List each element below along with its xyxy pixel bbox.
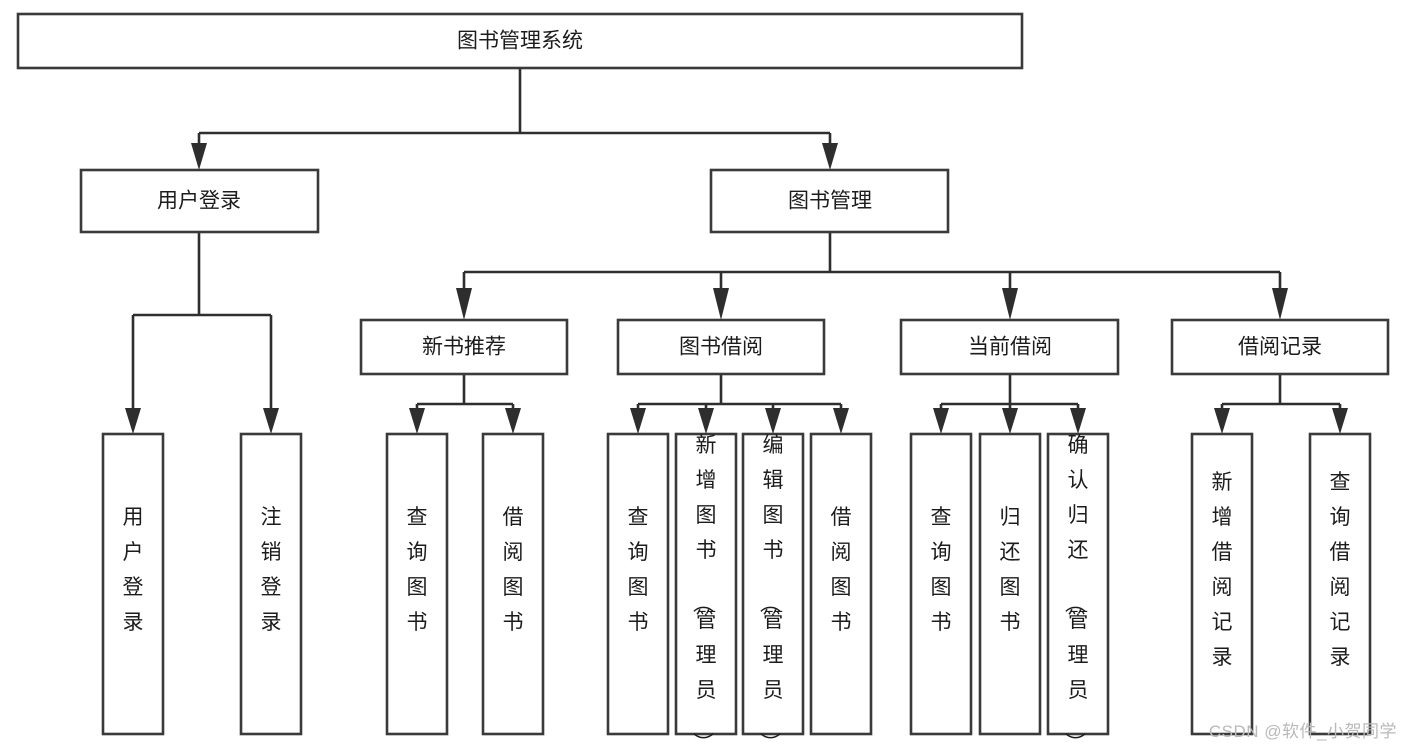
node-label-new-book-recommend: 新书推荐 bbox=[422, 336, 506, 359]
node-label-current-borrow: 当前借阅 bbox=[968, 336, 1052, 359]
node-current-borrow[interactable]: 当前借阅 bbox=[899, 318, 1120, 376]
leaf-node-query-book-current[interactable]: 查询图书 bbox=[909, 432, 973, 736]
node-box-borrow-record bbox=[1170, 318, 1390, 376]
leaf-box-return-book bbox=[978, 432, 1042, 736]
leaf-box-query-book-current bbox=[909, 432, 973, 736]
leaf-box-query-borrow-record bbox=[1308, 432, 1372, 736]
node-box-root bbox=[16, 12, 1024, 70]
leaf-label-query-book-borrow: 查询图书 bbox=[628, 506, 649, 634]
leaf-label-query-book-newbook: 查询图书 bbox=[407, 506, 428, 634]
leaf-node-confirm-return-admin[interactable]: 确认归还（管理员） bbox=[1046, 432, 1110, 747]
leaf-box-borrow-book bbox=[809, 432, 873, 736]
leaf-node-edit-book-admin[interactable]: 编辑图书（管理员） bbox=[741, 432, 805, 747]
leaf-box-add-borrow-record bbox=[1190, 432, 1254, 736]
node-label-borrow-record: 借阅记录 bbox=[1238, 336, 1322, 359]
leaf-box-add-book-admin bbox=[674, 432, 738, 736]
leaf-box-borrow-book-newbook bbox=[481, 432, 545, 736]
leaf-label-logout: 注销登录 bbox=[261, 506, 282, 634]
node-label-user-login: 用户登录 bbox=[157, 190, 241, 213]
leaf-node-borrow-book[interactable]: 借阅图书 bbox=[809, 432, 873, 736]
leaf-label-query-book-current: 查询图书 bbox=[931, 506, 952, 634]
leaf-label-query-borrow-record: 查询借阅记录 bbox=[1330, 471, 1351, 669]
connector-userlogin-to-leaves bbox=[125, 232, 279, 434]
leaf-node-return-book[interactable]: 归还图书 bbox=[978, 432, 1042, 736]
leaf-node-query-book-borrow[interactable]: 查询图书 bbox=[606, 432, 670, 736]
leaf-label-add-book-admin: 新增图书（管理员） bbox=[691, 434, 717, 747]
leaf-label-user-login-action: 用户登录 bbox=[123, 506, 144, 634]
node-user-login[interactable]: 用户登录 bbox=[79, 168, 320, 234]
node-box-book-management bbox=[709, 168, 950, 234]
node-box-user-login bbox=[79, 168, 320, 234]
leaf-label-edit-book-admin: 编辑图书（管理员） bbox=[758, 434, 784, 747]
node-new-book-recommend[interactable]: 新书推荐 bbox=[359, 318, 569, 376]
node-label-book-management: 图书管理 bbox=[788, 190, 872, 213]
connector-newbook-to-leaves bbox=[409, 374, 521, 434]
leaf-node-add-book-admin[interactable]: 新增图书（管理员） bbox=[674, 432, 738, 747]
leaf-node-query-book-newbook[interactable]: 查询图书 bbox=[385, 432, 449, 736]
leaf-box-user-login-action bbox=[101, 432, 165, 736]
leaf-label-return-book: 归还图书 bbox=[1000, 506, 1021, 634]
node-book-management[interactable]: 图书管理 bbox=[709, 168, 950, 234]
leaf-box-logout bbox=[239, 432, 303, 736]
connector-borrowrecord-to-leaves bbox=[1214, 374, 1348, 434]
node-box-current-borrow bbox=[899, 318, 1120, 376]
leaf-node-query-borrow-record[interactable]: 查询借阅记录 bbox=[1308, 432, 1372, 736]
node-root-library-system[interactable]: 图书管理系统 bbox=[16, 12, 1024, 70]
connector-root-to-level2 bbox=[191, 68, 838, 170]
leaf-label-borrow-book: 借阅图书 bbox=[831, 506, 852, 634]
leaf-label-add-borrow-record: 新增借阅记录 bbox=[1212, 471, 1233, 669]
leaf-label-confirm-return-admin: 确认归还（管理员） bbox=[1063, 434, 1089, 747]
connector-bookborrow-to-leaves bbox=[630, 374, 849, 434]
connector-bookmgmt-to-level3 bbox=[456, 232, 1288, 320]
node-book-borrow[interactable]: 图书借阅 bbox=[616, 318, 826, 376]
leaf-box-confirm-return-admin bbox=[1046, 432, 1110, 736]
node-borrow-record[interactable]: 借阅记录 bbox=[1170, 318, 1390, 376]
leaf-box-edit-book-admin bbox=[741, 432, 805, 736]
node-label-book-borrow: 图书借阅 bbox=[679, 336, 763, 359]
node-label-root: 图书管理系统 bbox=[457, 30, 583, 53]
leaf-node-borrow-book-newbook[interactable]: 借阅图书 bbox=[481, 432, 545, 736]
leaf-node-add-borrow-record[interactable]: 新增借阅记录 bbox=[1190, 432, 1254, 736]
leaf-box-query-book-newbook bbox=[385, 432, 449, 736]
leaf-box-query-book-borrow bbox=[606, 432, 670, 736]
node-box-book-borrow bbox=[616, 318, 826, 376]
connector-currentborrow-to-leaves bbox=[933, 374, 1086, 434]
leaf-node-logout[interactable]: 注销登录 bbox=[239, 432, 303, 736]
leaf-label-borrow-book-newbook: 借阅图书 bbox=[503, 506, 524, 634]
csdn-watermark: CSDN @软件_小贺同学 bbox=[1208, 722, 1397, 741]
node-box-new-book-recommend bbox=[359, 318, 569, 376]
leaf-node-user-login-action[interactable]: 用户登录 bbox=[101, 432, 165, 736]
